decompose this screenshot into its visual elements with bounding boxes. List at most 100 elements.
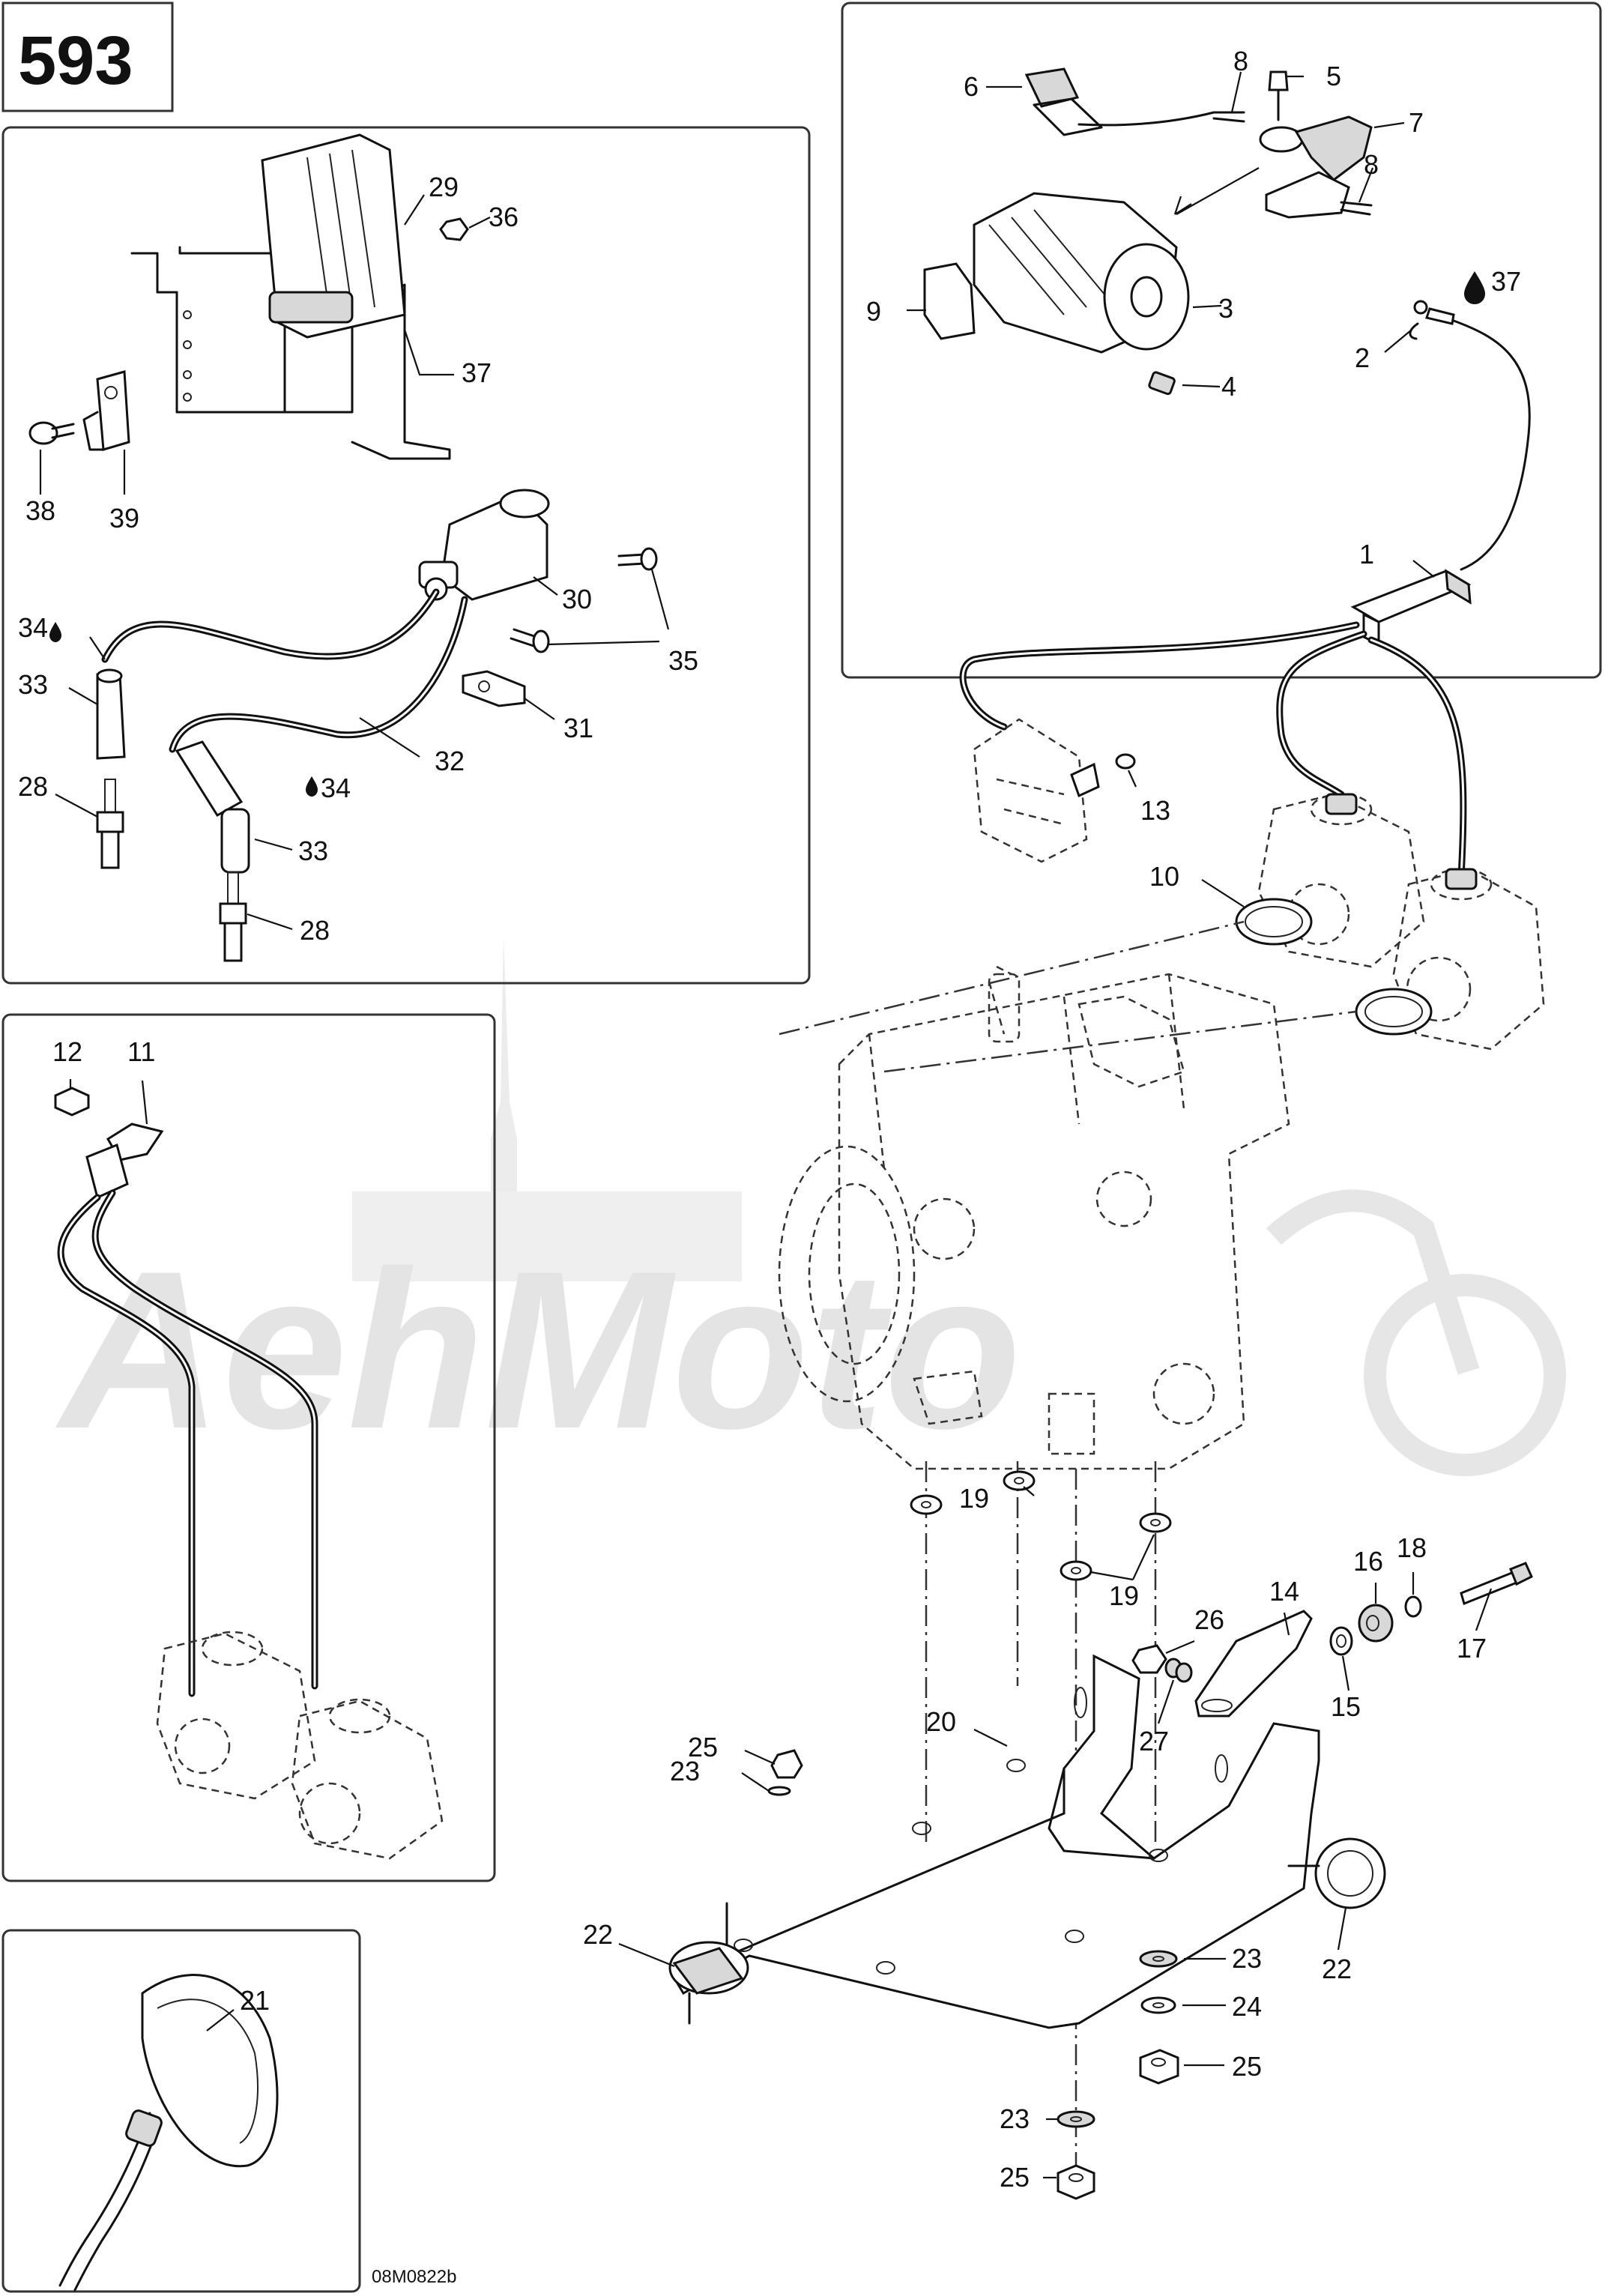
nut-12 [54,1087,90,1117]
callout-18: 18 [1397,1532,1427,1563]
spark-plug-cap-33-right [175,740,250,874]
throttle-sensor-panel [841,1,1602,679]
callout-13: 13 [1140,795,1170,826]
callout-10: 10 [1149,861,1179,892]
callout-30: 30 [562,584,592,614]
callout-33-left: 33 [18,669,48,700]
clip-39 [82,370,130,451]
callout-3: 3 [1218,293,1233,324]
lock-washer-18 [1404,1595,1422,1618]
watermark-text: AehMoto [53,1224,1021,1475]
callout-8-upper: 8 [1233,46,1248,76]
ecu-bracket-assembly [130,133,451,460]
washer-23-upper [767,1786,791,1796]
engine-block [778,965,1290,1470]
bracket-14 [1194,1610,1313,1718]
callout-29: 29 [429,172,459,202]
nut-36 [439,217,469,241]
callout-35: 35 [668,645,698,676]
callout-21: 21 [240,1985,270,2016]
callout-19-lower: 19 [1109,1580,1139,1611]
engine-mount-plate-20 [672,1654,1320,2029]
callout-15: 15 [1331,1691,1361,1722]
oil-pump-assembly [973,718,1100,863]
page-number-box [1,1,174,112]
bolt-17 [1460,1562,1533,1606]
nut-25-upper [770,1749,803,1779]
callout-16: 16 [1353,1546,1383,1577]
high-tension-lead-32 [169,596,468,753]
callout-38: 38 [25,495,55,526]
throttle-housing-3 [973,192,1190,354]
callout-27: 27 [1139,1726,1169,1756]
callout-19-upper: 19 [959,1483,989,1514]
callout-11: 11 [127,1036,155,1067]
nut-25-lower [1057,2164,1095,2200]
nut-26 [1131,1644,1167,1674]
callout-23-upper: 23 [670,1756,700,1786]
ring-clamp-21 [58,1974,279,2292]
callout-37-right: 37 [1491,266,1521,297]
callout-26: 26 [1194,1604,1224,1635]
callout-1: 1 [1359,539,1374,570]
rubber-mount-22-right [1287,1837,1386,1909]
callout-9: 9 [866,296,881,327]
screws-35 [510,547,658,653]
washer-13 [1115,753,1136,770]
callout-12: 12 [52,1036,82,1067]
rubber-mount-22-left [668,1902,749,2025]
nut-25-right [1139,2049,1179,2085]
ignition-coil-30 [418,489,550,601]
connector-1 [1350,569,1472,647]
callout-31: 31 [563,713,593,743]
callout-32: 32 [435,746,465,776]
harness-lead-a [959,621,1360,731]
cable-end-2 [1409,300,1455,340]
callout-33-right: 33 [298,836,328,866]
bracket-8 [1265,171,1373,219]
screw-5 [1268,70,1289,121]
callout-7: 7 [1409,107,1424,138]
spark-plug-28-left [96,779,124,869]
cover-9 [923,262,976,340]
callout-25-upper: 25 [688,1732,718,1762]
spacer-15 [1329,1626,1353,1656]
washers-19 [910,1470,1172,1581]
carburetors-lower [156,1631,444,1860]
washers-27 [1164,1658,1193,1683]
callout-36: 36 [489,202,519,232]
ignition-panel [1,126,811,985]
sensor-housing-6 [1024,67,1245,136]
spark-plug-cap-33-left [96,668,126,760]
callout-22-left: 22 [583,1919,613,1950]
callout-5: 5 [1326,61,1341,91]
washer-24 [1140,1996,1176,2014]
callout-25-lower: 25 [1000,2162,1030,2193]
oil-drop-icon-34-right [306,776,318,797]
washer-23-right [1139,1950,1178,1968]
ring-clamp-panel [1,1929,361,2293]
oil-drop-icon-37 [1464,271,1485,304]
callout-8-lower: 8 [1364,149,1379,180]
harness-lead-b [1276,630,1367,798]
carburetor-right [1392,868,1545,1051]
sensor-11 [85,1123,164,1200]
callout-28-left: 28 [18,771,48,802]
callout-17: 17 [1457,1633,1487,1664]
lever-7 [1259,115,1373,181]
harness-lead-c [1367,636,1467,880]
callout-labels: 1 2 3 4 5 6 7 8 8 9 10 11 12 13 14 15 16… [18,46,1521,2193]
screw-38 [28,421,75,445]
callout-34-left: 34 [18,612,48,643]
callout-23-right: 23 [1232,1943,1262,1974]
page-number: 593 [18,22,133,99]
callout-23-lower: 23 [1000,2103,1030,2134]
callout-24: 24 [1232,1991,1262,2022]
clip-31 [462,670,526,707]
callout-28-right: 28 [300,915,330,946]
callout-39: 39 [109,503,139,534]
spark-plug-28-right [219,871,247,962]
figure-code: 08M0822b [372,2267,456,2287]
